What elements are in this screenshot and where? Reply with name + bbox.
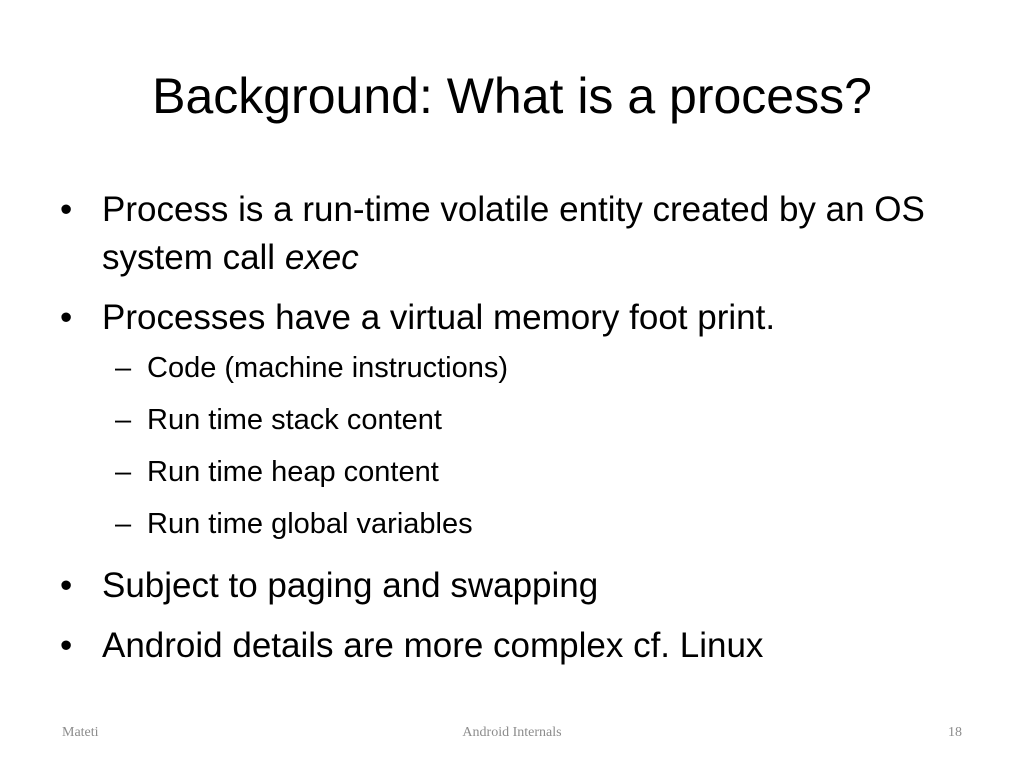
bullet-text: Process is a run-time volatile entity cr… <box>102 190 925 277</box>
dash-icon: – <box>115 508 132 540</box>
dash-icon: – <box>115 456 132 488</box>
bullet-item: • Subject to paging and swapping <box>60 562 980 610</box>
slide-content: • Process is a run-time volatile entity … <box>60 186 980 670</box>
bullet-item: • Processes have a virtual memory foot p… <box>60 294 980 342</box>
bullet-text: Processes have a virtual memory foot pri… <box>102 298 776 337</box>
bullet-item: • Android details are more complex cf. L… <box>60 622 980 670</box>
bullet-item: • Process is a run-time volatile entity … <box>60 186 980 282</box>
dash-icon: – <box>115 352 132 384</box>
bullet-text: Subject to paging and swapping <box>102 566 599 605</box>
sub-bullet-text: Code (machine instructions) <box>147 352 509 384</box>
sub-bullet-item: – Code (machine instructions) <box>60 342 980 394</box>
sub-bullet-item: – Run time stack content <box>60 394 980 446</box>
bullet-text: Android details are more complex cf. Lin… <box>102 626 764 665</box>
sub-bullet-text: Run time heap content <box>147 456 439 488</box>
footer-course-title: Android Internals <box>462 725 562 740</box>
dash-icon: – <box>115 404 132 436</box>
sub-bullet-item: – Run time global variables <box>60 498 980 550</box>
sub-bullet-text: Run time stack content <box>147 404 442 436</box>
sub-bullet-text: Run time global variables <box>147 508 473 540</box>
footer-slide-number: 18 <box>948 725 962 740</box>
bullet-icon: • <box>60 298 73 337</box>
bullet-emphasis: exec <box>284 238 359 277</box>
bullet-icon: • <box>60 626 73 665</box>
footer-author: Mateti <box>62 725 99 740</box>
bullet-icon: • <box>60 566 73 605</box>
sub-bullet-item: – Run time heap content <box>60 446 980 498</box>
slide-title: Background: What is a process? <box>152 68 872 124</box>
bullet-icon: • <box>60 190 73 229</box>
